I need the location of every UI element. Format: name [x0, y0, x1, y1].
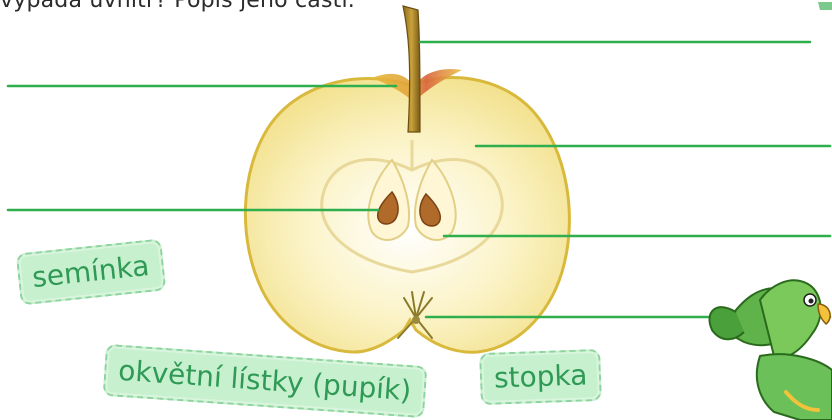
corner-badge-icon: [818, 2, 832, 10]
word-card-stopka[interactable]: stopka: [479, 349, 602, 405]
parrot-mascot-illustration: [709, 280, 832, 420]
